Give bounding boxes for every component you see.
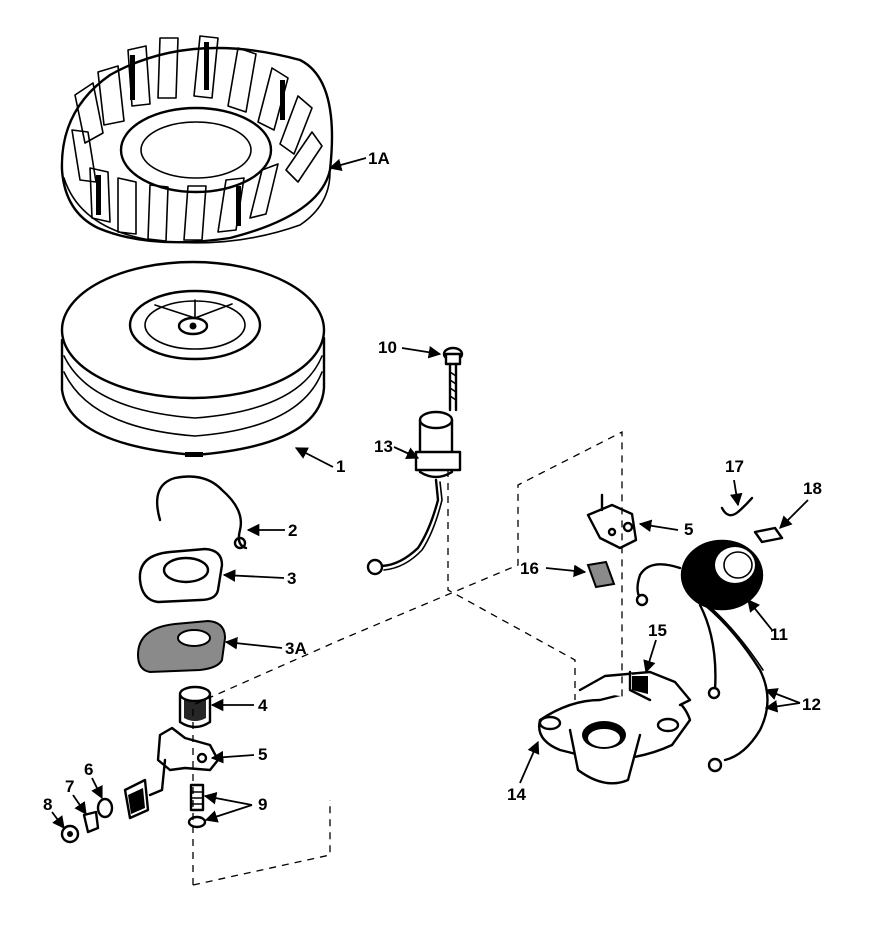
pad-part-16 [586,560,616,589]
callout-8: 8 [43,795,52,814]
callout-12: 12 [802,695,821,714]
dashed-alignment-lines [192,430,623,886]
callout-4: 4 [258,696,268,715]
callout-17: 17 [725,457,744,476]
callout-9: 9 [258,795,267,814]
terminal-part-7 [82,810,100,834]
leads-part-12 [698,603,769,773]
callout-1a: 1A [368,149,390,168]
callout-3: 3 [287,569,296,588]
callout-14: 14 [507,785,526,804]
callout-11: 11 [770,625,788,644]
callout-5-lower: 5 [258,745,267,764]
gasket-part-3a [136,619,227,674]
spring-clip-part-2 [155,475,248,550]
fan-part-1a [60,35,334,244]
bushing-part-4 [178,685,212,729]
spring-wire-part-17 [720,496,754,517]
leader-lines [51,157,809,830]
cover-part-3 [138,547,224,604]
callout-7: 7 [65,777,74,796]
callout-10: 10 [378,338,397,357]
bracket-part-5-upper [586,493,638,550]
condenser-part-13 [366,410,462,576]
callout-16: 16 [520,559,539,578]
housing-part-15 [578,670,692,707]
housing-part-14 [538,688,692,785]
callout-6: 6 [84,760,93,779]
screw-part-10 [442,346,464,412]
callout-18: 18 [803,479,822,498]
screw-and-washer-part-9 [187,783,207,829]
clip-part-18 [753,526,784,544]
washer-part-6 [96,797,114,819]
callout-15: 15 [648,621,667,640]
callout-5-upper: 5 [684,520,693,539]
flywheel-part-1 [60,260,326,457]
nut-part-8 [60,824,80,844]
callout-1: 1 [336,457,345,476]
contact-arm [123,778,150,820]
callout-13: 13 [374,437,393,456]
bracket-part-5-lower [148,726,220,797]
callout-2: 2 [288,521,297,540]
callout-3a: 3A [285,639,307,658]
coil-part-11 [635,539,764,611]
